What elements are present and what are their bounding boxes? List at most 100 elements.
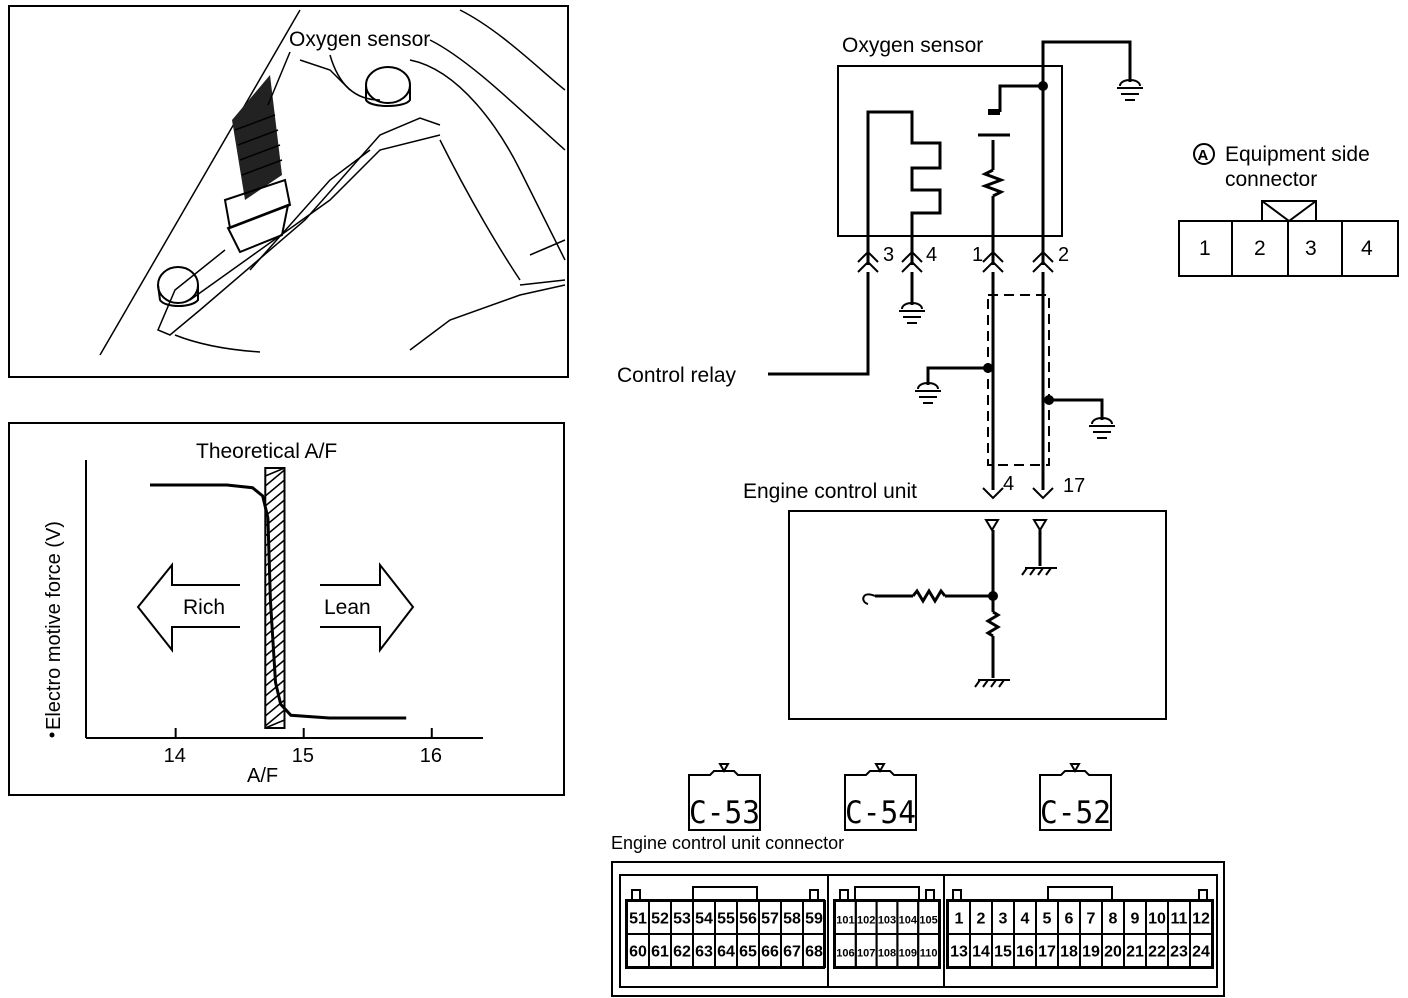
connector-housing: [839, 886, 935, 900]
ground-symbol: [1117, 79, 1143, 101]
band-hatch: [264, 629, 285, 647]
pin-label: 109: [899, 948, 917, 960]
pin-label: 66: [761, 944, 779, 961]
tag-c53: C-53: [688, 763, 761, 831]
pin-label: 14: [972, 944, 990, 961]
sensor-schematic: Oxygen sensor 3 4 1 2: [617, 34, 1143, 503]
band-hatch: [265, 719, 285, 729]
pin-label: 11: [1171, 911, 1188, 928]
ground-symbol: [1089, 417, 1115, 439]
pin-label: 1: [955, 911, 964, 928]
pin-label: 103: [878, 915, 896, 927]
pin-label: 13: [950, 944, 968, 961]
pin-label: 57: [761, 911, 779, 928]
pin-label: 67: [783, 944, 801, 961]
tag-c52: C-52: [1039, 763, 1112, 831]
band-hatch: [264, 639, 285, 657]
pin-label: 24: [1192, 944, 1210, 961]
pin-label: 19: [1082, 944, 1100, 961]
pin-label: 108: [878, 948, 896, 960]
bullet-dot: [49, 732, 55, 738]
pin-label: 105: [919, 915, 937, 927]
pin-label: 62: [673, 944, 691, 961]
sensor-pin-1: 1: [972, 244, 983, 266]
pin-label: 60: [629, 944, 647, 961]
pin-label: 21: [1126, 944, 1144, 961]
band-hatch: [265, 467, 285, 477]
equipment-label-1: Equipment side: [1225, 143, 1370, 166]
equip-pin-4: 4: [1361, 237, 1373, 260]
tag-c53-text: C-53: [689, 795, 760, 831]
ground-symbol: [915, 382, 941, 404]
pin-label: 64: [717, 944, 735, 961]
x-tick-label: 16: [420, 745, 442, 767]
equipment-label-2: connector: [1225, 168, 1317, 191]
rich-arrow: [136, 562, 240, 653]
y-axis-label: Electro motive force (V): [43, 521, 65, 730]
band-outline: [264, 467, 286, 729]
band-hatch: [264, 479, 285, 497]
band-hatch: [264, 709, 285, 727]
pin-label: 53: [673, 911, 691, 928]
band-hatch: [264, 589, 285, 607]
band-hatch: [264, 689, 285, 707]
ecu-box: [788, 510, 1167, 720]
equipment-marker: A: [1198, 147, 1209, 164]
pin-label: 52: [651, 911, 669, 928]
pin-label: 9: [1131, 911, 1140, 928]
sensor-pin-2: 2: [1058, 244, 1069, 266]
pin-label: 63: [695, 944, 713, 961]
pin-label: 16: [1016, 944, 1034, 961]
tag-c52-text: C-52: [1040, 795, 1111, 831]
band-hatch: [264, 489, 285, 507]
pin-label: 20: [1104, 944, 1122, 961]
x-axis-label: A/F: [247, 765, 278, 787]
pin-label: 22: [1148, 944, 1166, 961]
band-hatch: [264, 599, 285, 617]
pin-label: 106: [836, 948, 854, 960]
control-relay-label: Control relay: [617, 364, 737, 387]
equip-pin-3: 3: [1305, 237, 1317, 260]
pin-label: 54: [695, 911, 713, 928]
pin-label: 17: [1038, 944, 1056, 961]
pin-label: 4: [1021, 911, 1030, 928]
engine-illustration: [99, 9, 566, 356]
band-hatch: [264, 679, 285, 697]
connector-housing: [952, 886, 1208, 900]
sensor-box: [837, 65, 1063, 237]
lean-arrow: [320, 562, 415, 653]
connector-pin-cell: [917, 933, 941, 968]
equip-pin-2: 2: [1254, 237, 1266, 260]
pin-label: 18: [1060, 944, 1078, 961]
pin-label: 107: [857, 948, 875, 960]
ecu-pin-4: 4: [1003, 473, 1014, 495]
pin-label: 51: [629, 911, 647, 928]
pin-label: 55: [717, 911, 735, 928]
marker-circle: [1193, 143, 1215, 165]
pin-label: 102: [857, 915, 875, 927]
pin-label: 5: [1043, 911, 1052, 928]
connector-tags: C-53 C-54 C-52: [688, 763, 1112, 831]
pin-label: 56: [739, 911, 757, 928]
pin-label: 101: [836, 915, 854, 927]
sensor-connector-arrows: [857, 250, 1054, 273]
pin-label: 7: [1087, 911, 1096, 928]
connector-pin-cell: [802, 933, 826, 968]
ground-symbol: [899, 302, 925, 324]
pin-label: 2: [977, 911, 986, 928]
equip-pin-1: 1: [1199, 237, 1211, 260]
tag-c54: C-54: [844, 763, 917, 831]
connector-housing: [631, 886, 819, 900]
pin-label: 59: [805, 911, 823, 928]
band-hatch: [264, 499, 285, 517]
photo-sensor-label: Oxygen sensor: [289, 28, 430, 51]
pin-label: 65: [739, 944, 757, 961]
band-hatch: [264, 619, 285, 637]
pin-label: 10: [1148, 911, 1166, 928]
pin-label: 12: [1192, 911, 1210, 928]
pin-label: 6: [1065, 911, 1074, 928]
